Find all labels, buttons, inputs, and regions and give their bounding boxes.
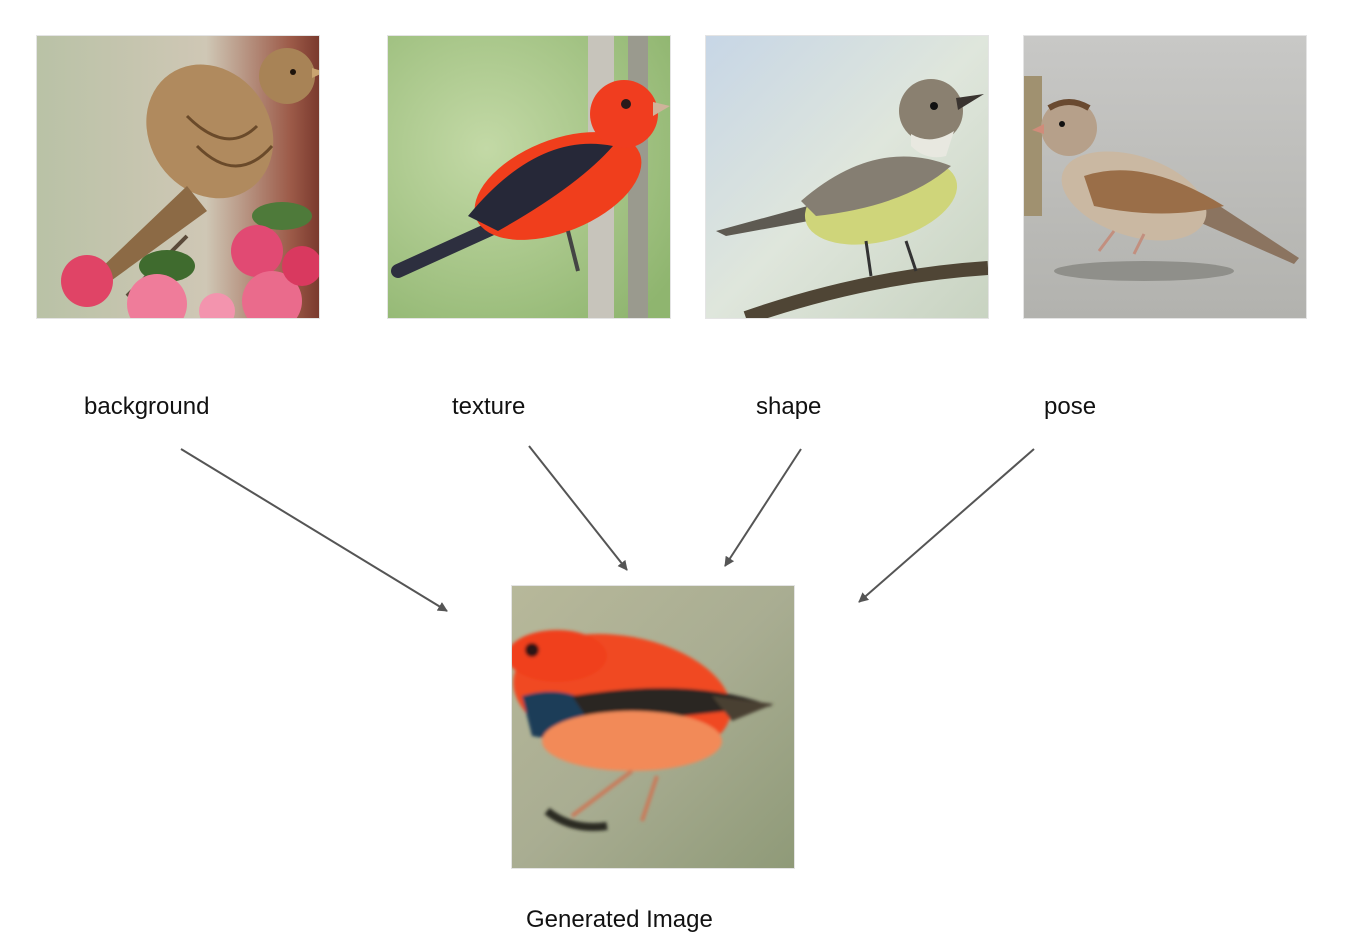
background-label: background xyxy=(84,393,210,420)
texture-label: texture xyxy=(452,393,526,420)
texture-source-image xyxy=(388,36,670,318)
background-arrow xyxy=(180,448,448,612)
pose-label: pose xyxy=(1044,393,1097,420)
pose-arrow xyxy=(858,448,1035,603)
shape-source-image xyxy=(706,36,988,318)
generated-image-label: Generated Image xyxy=(526,906,713,933)
background-source-image xyxy=(37,36,319,318)
generated-image xyxy=(512,586,794,868)
texture-arrow xyxy=(528,445,628,571)
shape-label: shape xyxy=(756,393,822,420)
shape-arrow xyxy=(724,448,802,567)
pose-source-image xyxy=(1024,36,1306,318)
